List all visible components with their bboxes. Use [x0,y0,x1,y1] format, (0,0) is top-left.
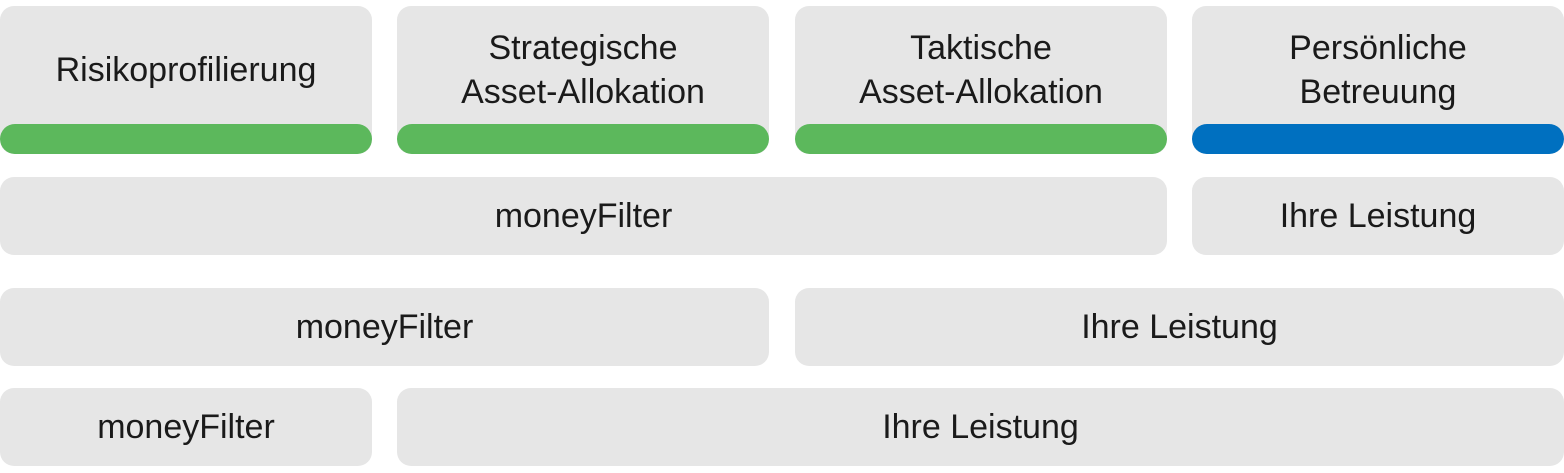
column-label: Persönliche Betreuung [1289,29,1467,111]
column-label: Risikoprofilierung [55,51,317,89]
column-header-strategische-asset-allokation: Strategische Asset-Allokation [397,6,769,154]
status-bar [1192,124,1564,154]
column-header-risikoprofilierung: Risikoprofilierung [0,6,372,154]
row-1-client-block: Ihre Leistung [1192,177,1564,255]
row-2-provider-block: moneyFilter [0,288,769,366]
row-3-provider-block: moneyFilter [0,388,372,466]
status-bar [795,124,1167,154]
status-bar [397,124,769,154]
row-1-provider-block: moneyFilter [0,177,1167,255]
row-2-client-block: Ihre Leistung [795,288,1564,366]
column-label: Taktische Asset-Allokation [859,29,1103,111]
column-header-persoenliche-betreuung: Persönliche Betreuung [1192,6,1564,154]
row-3-client-block: Ihre Leistung [397,388,1564,466]
status-bar [0,124,372,154]
column-label: Strategische Asset-Allokation [461,29,705,111]
column-header-taktische-asset-allokation: Taktische Asset-Allokation [795,6,1167,154]
